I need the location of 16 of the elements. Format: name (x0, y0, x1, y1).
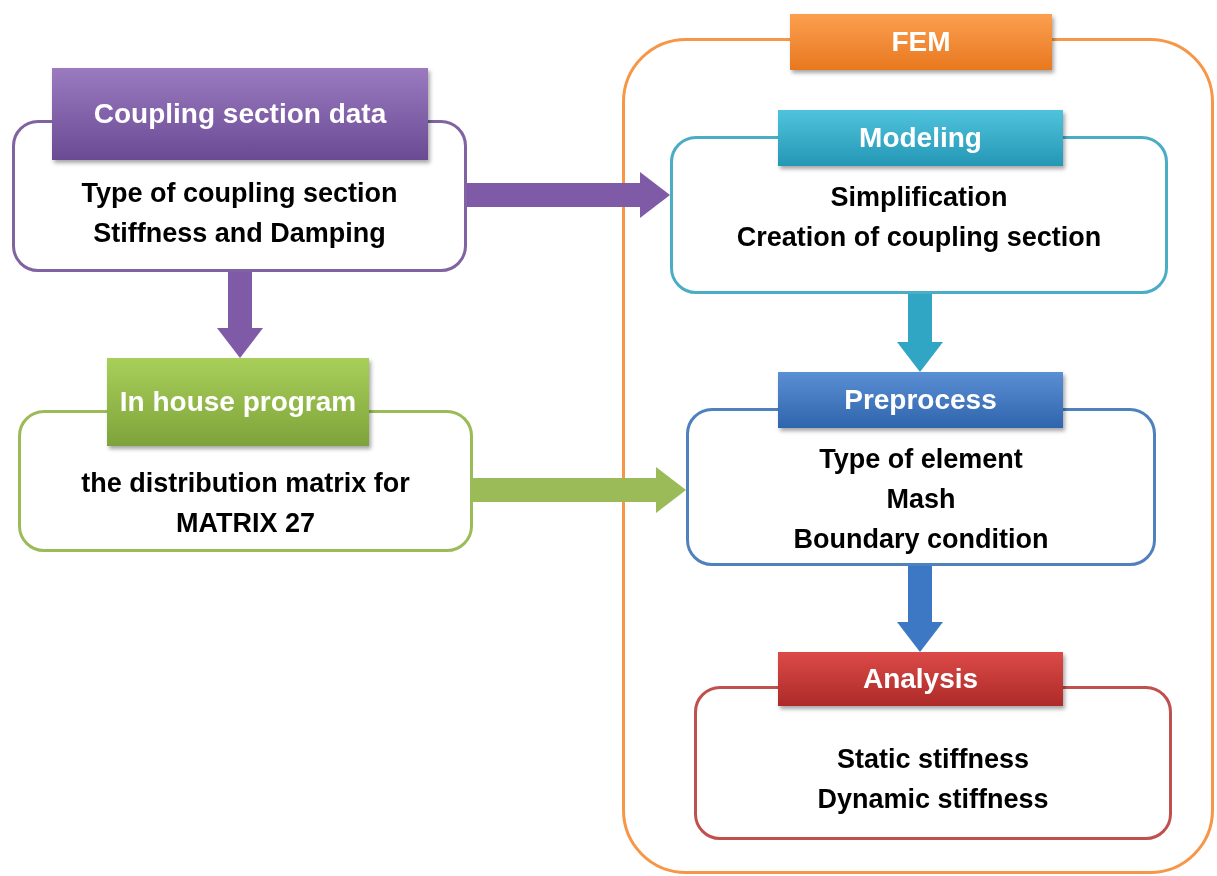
header-tab: In house program (107, 358, 369, 446)
body-text: Dynamic stiffness (816, 783, 1050, 816)
body-text: Stiffness and Damping (92, 217, 387, 250)
header-tab: Modeling (778, 110, 1063, 166)
body-text: Simplification (829, 181, 1009, 214)
body-text: Static stiffness (835, 743, 1031, 776)
body-text: Type of element (818, 443, 1024, 476)
header-tab: Preprocess (778, 372, 1063, 428)
body-text: Boundary condition (792, 523, 1050, 556)
body-text: the distribution matrix for MATRIX 27 (80, 467, 411, 540)
body-text: Creation of coupling section (735, 221, 1103, 254)
body-text: Type of coupling section (80, 177, 399, 210)
header-tab: FEM (790, 14, 1052, 70)
header-tab: Coupling section data (52, 68, 428, 160)
header-tab: Analysis (778, 652, 1063, 706)
body-text: Mash (885, 483, 957, 516)
